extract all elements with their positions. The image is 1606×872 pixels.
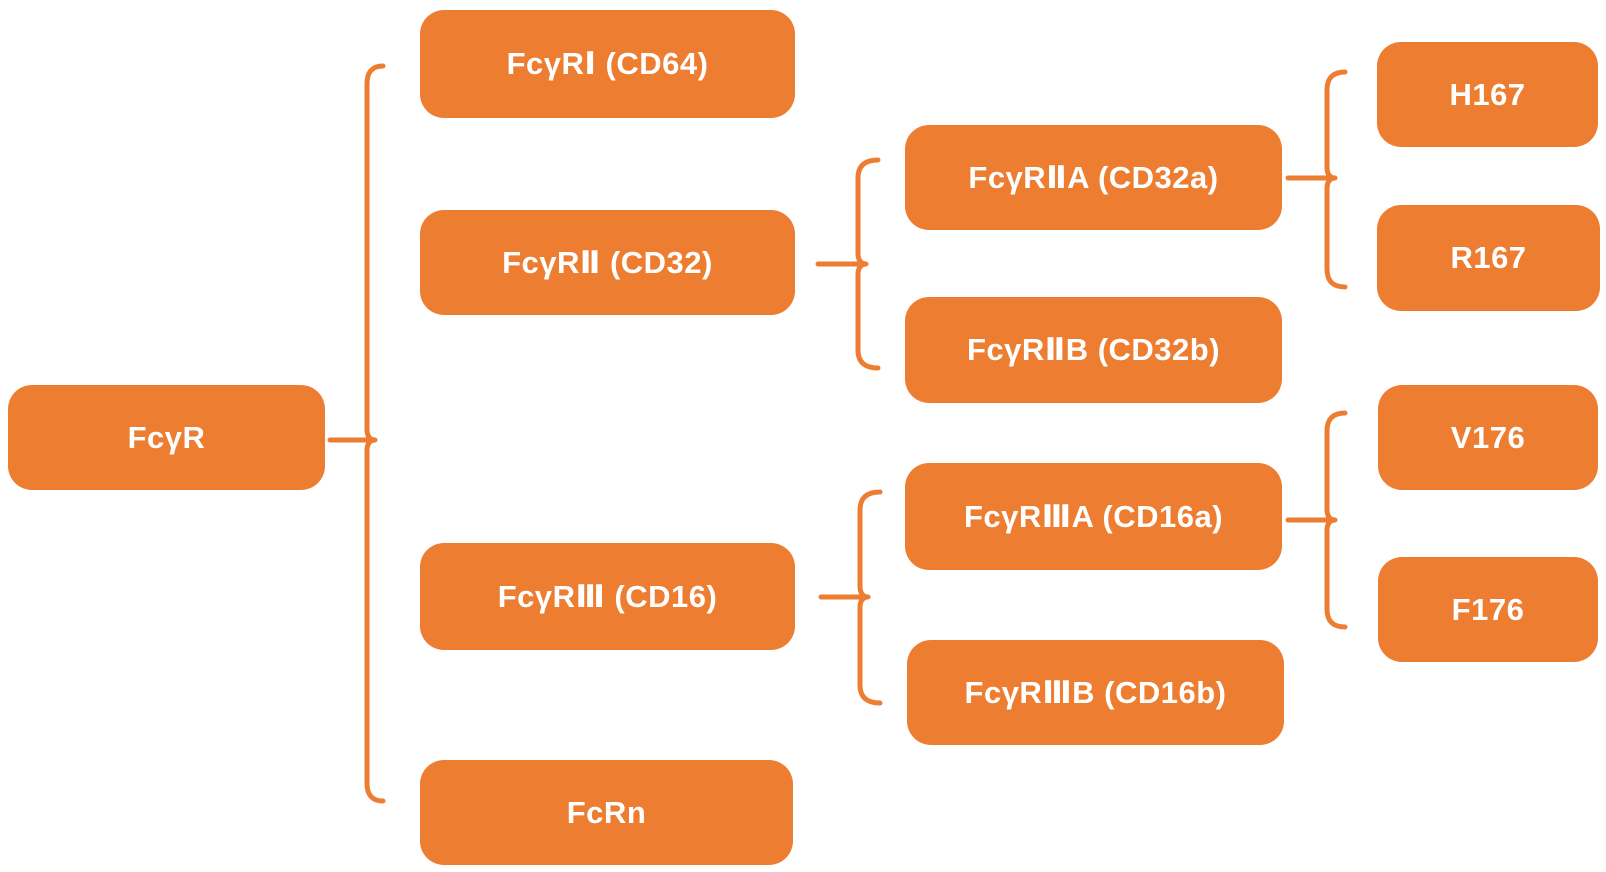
node-fcgr-root: FcγR [8,385,325,490]
node-label: FcγRⅡ (CD32) [502,244,713,280]
node-fcgr3b-cd16b: FcγRⅢB (CD16b) [907,640,1284,745]
bracket-fcgr3-to-children [818,489,883,706]
node-label: V176 [1450,419,1526,455]
node-fcgr2a-cd32a: FcγRⅡA (CD32a) [905,125,1282,230]
node-label: FcRn [566,794,647,830]
node-fcgr2b-cd32b: FcγRⅡB (CD32b) [905,297,1282,403]
node-r167: R167 [1377,205,1600,311]
node-fcgr3a-cd16a: FcγRⅢA (CD16a) [905,463,1282,570]
node-fcgr1-cd64: FcγRⅠ (CD64) [420,10,795,118]
bracket-fcgr2-to-children [815,157,881,371]
node-label: FcγRⅢB (CD16b) [964,674,1227,710]
node-h167: H167 [1377,42,1598,147]
node-f176: F176 [1378,557,1598,662]
node-label: F176 [1451,591,1525,627]
node-label: FcγR [127,419,206,455]
node-label: FcγRⅠ (CD64) [506,46,709,81]
node-fcgr2-cd32: FcγRⅡ (CD32) [420,210,795,315]
node-label: FcγRⅢ (CD16) [497,578,718,614]
node-fcrn: FcRn [420,760,793,865]
bracket-root-to-level1 [327,63,386,804]
node-fcgr3-cd16: FcγRⅢ (CD16) [420,543,795,650]
node-v176: V176 [1378,385,1598,490]
bracket-fcgr2a-to-children [1285,69,1348,290]
node-label: FcγRⅡA (CD32a) [968,159,1219,195]
node-label: H167 [1449,76,1526,112]
bracket-fcgr3a-to-children [1285,410,1348,630]
node-label: FcγRⅢA (CD16a) [963,498,1224,534]
node-label: R167 [1450,240,1527,275]
node-label: FcγRⅡB (CD32b) [966,332,1221,367]
